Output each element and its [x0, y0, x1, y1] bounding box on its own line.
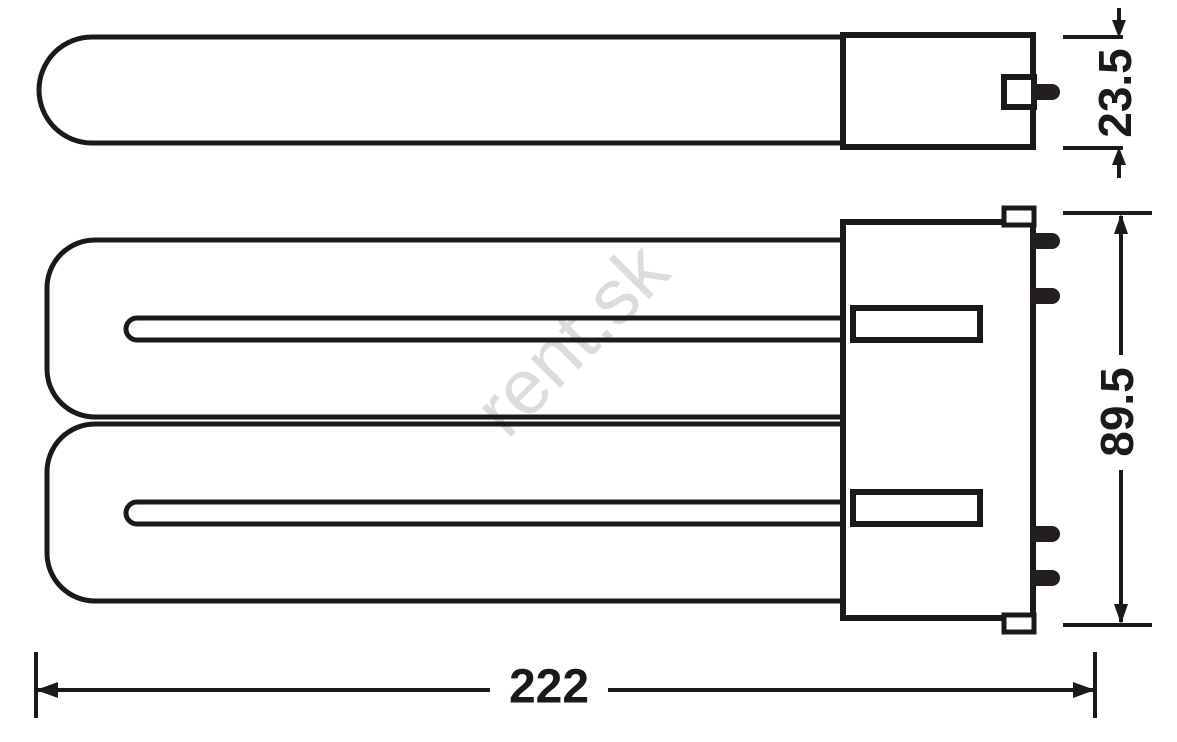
bottom-view-pin-3 [1030, 526, 1060, 542]
top-view-pin-socket [1001, 74, 1037, 110]
dimension-length: 222 [34, 652, 1097, 718]
bottom-view-base-slot-upper [850, 305, 983, 343]
bottom-view-tube-lower-inner-line [123, 499, 848, 527]
bottom-view-base-tab-top [1001, 205, 1037, 228]
top-view [36, 32, 1060, 150]
bottom-view [44, 205, 1060, 635]
dim-222-arrow-left [36, 682, 58, 698]
dim-222-arrow-right [1073, 682, 1095, 698]
bottom-view-base-slot-lower [850, 489, 983, 527]
dim-235-arrow-top [1112, 20, 1126, 38]
top-view-tube [36, 34, 851, 146]
dimension-label-base-height: 23.5 [1089, 48, 1141, 138]
dimension-overall-height: 89.5 [1063, 211, 1152, 627]
top-view-pin [1032, 84, 1060, 100]
dim-895-arrow-bottom [1114, 604, 1128, 624]
dimension-label-length: 222 [509, 661, 589, 714]
bottom-view-tube-upper [44, 237, 851, 420]
bottom-view-base-body [840, 219, 1036, 621]
bottom-view-pin-4 [1030, 570, 1060, 586]
dimension-base-height: 23.5 [1063, 8, 1141, 178]
dimension-label-overall-height: 89.5 [1091, 367, 1143, 457]
bottom-view-base-tab-bottom [1001, 612, 1037, 635]
dim-895-arrow-top [1114, 214, 1128, 234]
bottom-view-tube-upper-inner-line [123, 315, 848, 343]
bottom-view-pin-2 [1030, 288, 1060, 304]
dim-235-arrow-bottom [1112, 147, 1126, 165]
bottom-view-tube-lower [44, 421, 851, 604]
bottom-view-pin-1 [1030, 233, 1060, 249]
